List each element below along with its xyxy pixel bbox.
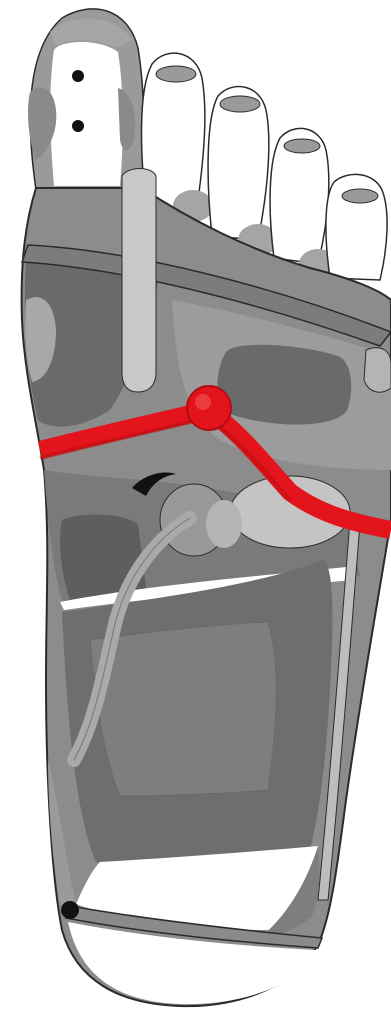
big-toe-white-zone xyxy=(50,42,123,186)
intestinal-inner-zone xyxy=(90,622,276,796)
upper-midfoot-dark-block xyxy=(217,345,351,425)
big-toe-point-upper xyxy=(72,70,84,82)
first-metatarsal-strip xyxy=(122,169,156,393)
big-toe-point-lower xyxy=(72,120,84,132)
third-toe-nail xyxy=(220,96,260,112)
heel-point xyxy=(61,901,79,919)
right-edge-pad xyxy=(364,348,391,392)
adrenal-inner-zone xyxy=(206,500,242,548)
second-toe-nail xyxy=(156,66,196,82)
solar-plexus-point xyxy=(187,386,231,430)
solar-plexus-point-shade xyxy=(195,394,211,410)
little-toe-nail xyxy=(342,189,378,203)
fourth-toe-nail xyxy=(284,139,320,153)
